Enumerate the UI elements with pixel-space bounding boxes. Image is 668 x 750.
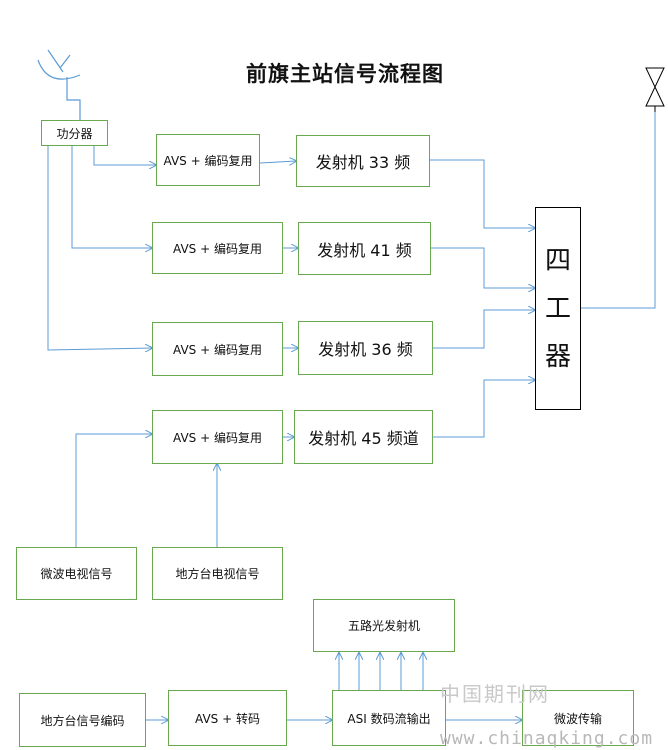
watermark-url: www.chinaqking.com — [440, 728, 654, 749]
transmitter-41-label: 发射机 41 频 — [317, 240, 412, 260]
satellite-dish-icon — [37, 49, 81, 120]
microwave-tv-signal-label: 微波电视信号 — [40, 567, 113, 581]
local-signal-encode-box: 地方台信号编码 — [19, 693, 146, 747]
diagram-title: 前旗主站信号流程图 — [246, 61, 444, 86]
transmitter-36-label: 发射机 36 频 — [318, 340, 413, 359]
antenna-icon — [645, 67, 665, 112]
five-optical-transmitter-label: 五路光发射机 — [347, 619, 420, 633]
combiner-char-3: 器 — [544, 341, 571, 372]
watermark-text: 中国期刊网 — [440, 682, 550, 706]
local-tv-signal-label: 地方台电视信号 — [175, 567, 260, 581]
local-signal-encode-label: 地方台信号编码 — [40, 713, 125, 728]
avs-mux-label-4: AVS + 编码复用 — [173, 430, 262, 445]
avs-mux-box-4: AVS + 编码复用 — [152, 410, 283, 464]
avs-mux-label-3: AVS + 编码复用 — [173, 342, 262, 357]
avs-transcode-label: AVS + 转码 — [195, 711, 260, 726]
transmitter-41-box: 发射机 41 频 — [298, 222, 431, 275]
five-optical-transmitter-box: 五路光发射机 — [313, 599, 455, 652]
microwave-transmission-label: 微波传输 — [553, 711, 602, 726]
avs-mux-box-2: AVS + 编码复用 — [152, 222, 283, 274]
transmitter-36-box: 发射机 36 频 — [298, 321, 433, 375]
combiner-char-2: 工 — [544, 293, 571, 324]
transmitter-45-box: 发射机 45 频道 — [294, 410, 433, 464]
transmitter-33-label: 发射机 33 频 — [315, 153, 411, 172]
microwave-transmission-box: 微波传输 — [522, 690, 634, 746]
avs-transcode-box: AVS + 转码 — [168, 690, 287, 746]
asi-output-label: ASI 数码流输出 — [347, 711, 431, 726]
splitter-label: 功分器 — [56, 126, 93, 141]
avs-mux-box-3: AVS + 编码复用 — [152, 322, 283, 376]
splitter-box: 功分器 — [41, 120, 108, 146]
avs-mux-label-1: AVS + 编码复用 — [163, 153, 253, 168]
combiner-char-1: 四 — [544, 245, 571, 276]
avs-mux-label-2: AVS + 编码复用 — [173, 241, 262, 256]
combiner-box: 四 工 器 — [535, 207, 581, 410]
transmitter-33-box: 发射机 33 频 — [296, 135, 430, 187]
transmitter-45-label: 发射机 45 频道 — [308, 429, 419, 448]
microwave-tv-signal-box: 微波电视信号 — [16, 547, 137, 600]
asi-output-box: ASI 数码流输出 — [332, 690, 446, 746]
avs-mux-box-1: AVS + 编码复用 — [156, 134, 260, 186]
local-tv-signal-box: 地方台电视信号 — [152, 547, 283, 600]
